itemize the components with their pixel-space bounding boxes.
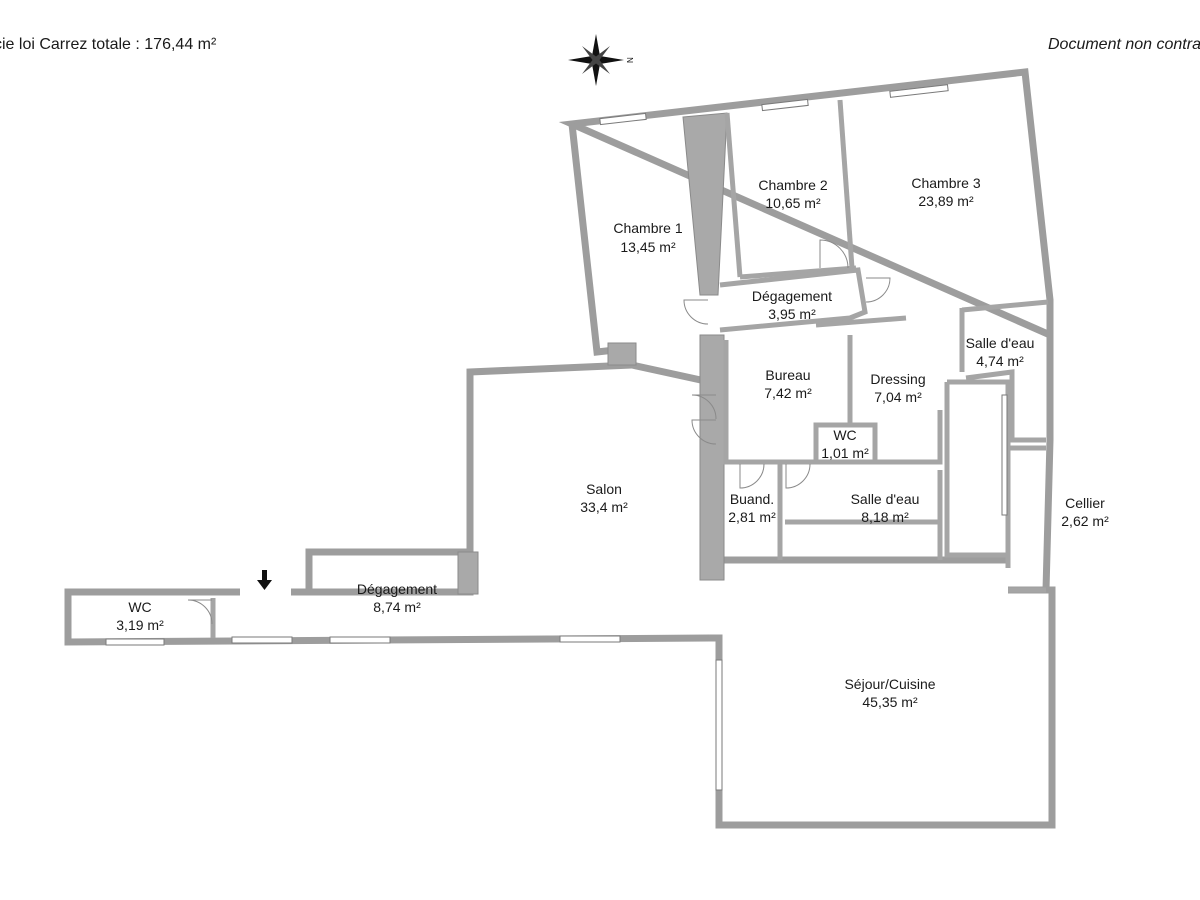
window-sejour — [715, 659, 723, 791]
internal-walls — [210, 99, 1049, 638]
door-chambre3 — [865, 277, 891, 303]
room-area-dressing: 7,04 m² — [874, 389, 922, 405]
room-name-salon: Salon — [586, 481, 622, 497]
room-name-dressing: Dressing — [870, 371, 925, 387]
room-area-wc-1: 1,01 m² — [821, 445, 869, 461]
door-salon-double — [691, 394, 717, 445]
entrance-arrow-icon — [257, 570, 272, 590]
wall-chambre2-west — [724, 112, 743, 278]
room-name-sejour: Séjour/Cuisine — [844, 676, 935, 692]
room-area-chambre1: 13,45 m² — [620, 239, 676, 255]
room-labels: Chambre 1 13,45 m² Chambre 2 10,65 m² Ch… — [116, 175, 1109, 710]
wall-chambre2-south — [739, 265, 857, 280]
room-area-degagement-2: 8,74 m² — [373, 599, 421, 615]
window-corridor-2 — [329, 636, 391, 644]
room-area-degagement-1: 3,95 m² — [768, 306, 816, 322]
compass-rose-icon: N — [568, 34, 635, 86]
wall-chambre2-east — [837, 99, 855, 269]
wall-salle-eau-south — [965, 369, 1046, 443]
room-area-salon: 33,4 m² — [580, 499, 628, 515]
door-wc — [187, 599, 213, 625]
room-name-chambre2: Chambre 2 — [758, 177, 827, 193]
window-cabinet — [1001, 394, 1008, 516]
service-duct — [682, 112, 728, 296]
window-corridor-3 — [559, 635, 621, 643]
total-surface-label: cie loi Carrez totale : 176,44 m² — [0, 36, 217, 53]
salon-west-wall — [291, 361, 633, 596]
room-area-salle-eau-1: 4,74 m² — [976, 353, 1024, 369]
room-name-wc-2: WC — [128, 599, 151, 615]
room-area-chambre2: 10,65 m² — [765, 195, 821, 211]
door-buanderie — [739, 463, 765, 489]
north-letter: N — [626, 57, 635, 63]
room-area-cellier: 2,62 m² — [1061, 513, 1109, 529]
room-area-buanderie: 2,81 m² — [728, 509, 776, 525]
outer-walls — [64, 68, 1056, 829]
room-area-bureau: 7,42 m² — [764, 385, 812, 401]
room-area-chambre3: 23,89 m² — [918, 193, 974, 209]
pillar-salon — [457, 551, 479, 595]
door-chambre2 — [819, 239, 849, 269]
wall-dressing-north — [961, 299, 1049, 313]
window-chambre3 — [889, 84, 949, 98]
room-area-sejour: 45,35 m² — [862, 694, 918, 710]
room-name-buanderie: Buand. — [730, 491, 774, 507]
pillar-bureau — [699, 334, 725, 581]
window-wc — [105, 638, 165, 646]
door-salle-eau-2 — [785, 463, 811, 489]
room-name-chambre3: Chambre 3 — [911, 175, 980, 191]
doors — [187, 239, 891, 625]
window-chambre1 — [599, 112, 647, 126]
room-name-degagement-1: Dégagement — [752, 288, 832, 304]
room-name-degagement-2: Dégagement — [357, 581, 437, 597]
room-name-cellier: Cellier — [1065, 495, 1105, 511]
room-name-salle-eau-2: Salle d'eau — [851, 491, 920, 507]
pillar-chambre1 — [607, 342, 637, 366]
wall-storage-cabinet — [944, 379, 1011, 558]
window-corridor-1 — [231, 636, 293, 644]
east-wall — [1042, 335, 1054, 591]
room-area-salle-eau-2: 8,18 m² — [861, 509, 909, 525]
room-name-wc-1: WC — [833, 427, 856, 443]
windows — [105, 84, 1008, 791]
room-name-chambre1: Chambre 1 — [613, 220, 682, 236]
wall-bureau — [723, 340, 878, 465]
room-name-salle-eau-1: Salle d'eau — [966, 335, 1035, 351]
room-area-wc-2: 3,19 m² — [116, 617, 164, 633]
room-name-bureau: Bureau — [765, 367, 810, 383]
salon-perimeter — [631, 360, 714, 387]
disclaimer-label: Document non contractuel — [1048, 36, 1200, 53]
door-chambre1 — [683, 299, 709, 325]
window-chambre2 — [761, 98, 809, 112]
wall-buanderie-north — [726, 410, 943, 465]
wall-degagement-small — [719, 267, 868, 333]
wall-degagement-bureau — [815, 315, 907, 328]
bedroom-wing-left-wall — [568, 123, 634, 356]
bedroom-wing-perimeter — [558, 68, 1054, 341]
